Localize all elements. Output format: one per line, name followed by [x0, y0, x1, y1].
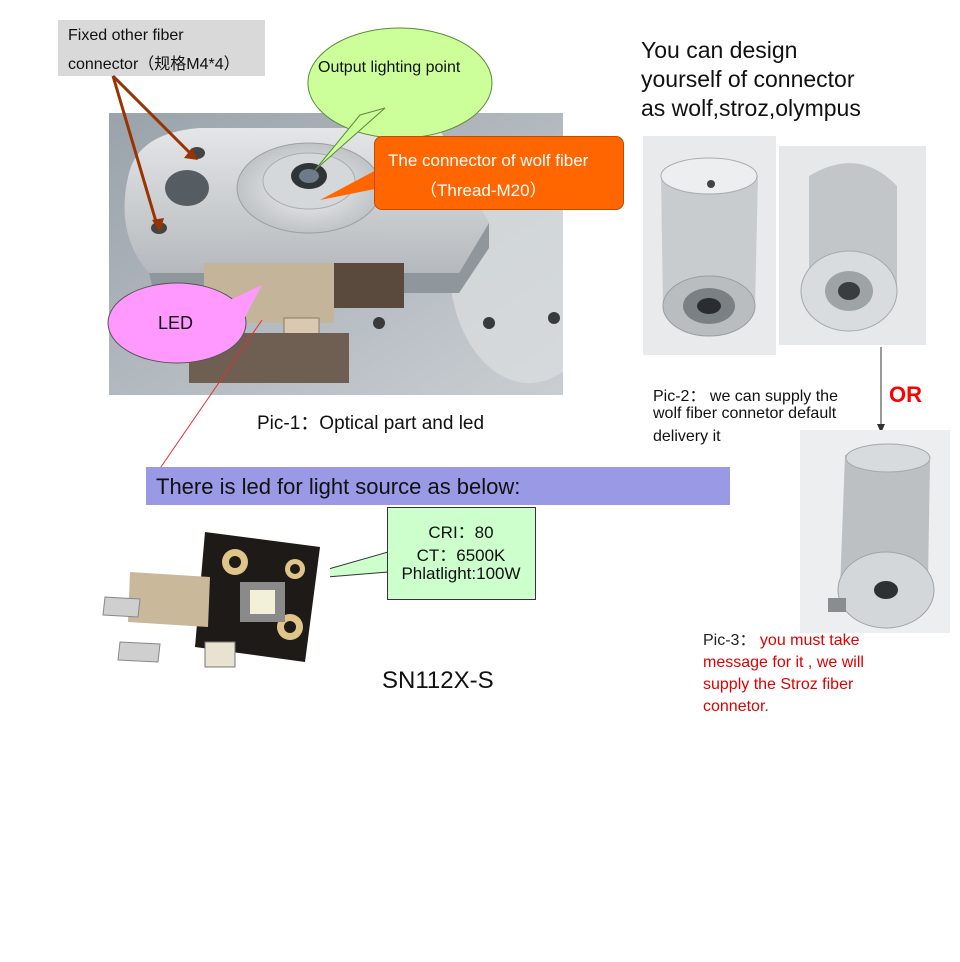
wolf-box-pointer — [320, 168, 380, 200]
led-bubble-label: LED — [158, 313, 194, 333]
led-module-photo — [100, 527, 330, 692]
wolf-connector-line2: （Thread-M20） — [420, 181, 547, 200]
pic2-caption-line1: Pic-2： we can supply the — [653, 388, 838, 405]
pic2-caption-line2: wolf fiber connetor default — [653, 405, 837, 422]
pic3-caption-line1: you must take — [755, 632, 860, 649]
led-bubble-shape — [107, 282, 247, 364]
arrowhead-upper-hole — [184, 148, 198, 160]
wolf-connector-photo-a — [643, 136, 776, 355]
stroz-connector-photo — [800, 430, 950, 633]
led-banner — [146, 467, 730, 505]
arrow-to-upper-hole — [111, 74, 194, 157]
wolf-connector-photo-b — [779, 146, 926, 345]
fixed-connector-label — [58, 20, 265, 76]
output-bubble-tail — [314, 107, 386, 171]
pic3-caption-line3: supply the Stroz fiber — [703, 676, 854, 693]
pic2-caption-line3: delivery it — [653, 428, 721, 445]
connector-illustration-b — [779, 146, 926, 345]
spec-cri: CRI：80 — [428, 523, 494, 542]
or-label: OR — [889, 382, 922, 407]
design-heading-line3: as wolf,stroz,olympus — [641, 95, 861, 121]
pic3-caption-line2: message for it , we will — [703, 654, 864, 671]
fixed-connector-label-line1: Fixed other fiber — [68, 27, 184, 44]
led-bubble-tail — [230, 285, 262, 330]
pic3-caption-prefix: Pic-3： — [703, 632, 756, 649]
output-bubble-shape — [307, 27, 493, 139]
output-lighting-point-label: Output lighting point — [318, 59, 461, 76]
led-banner-text: There is led for light source as below: — [156, 474, 521, 499]
fixed-connector-label-line2: connector（规格M4*4） — [68, 56, 240, 73]
spec-ct: CT：6500K — [416, 546, 506, 565]
connector-illustration-c — [800, 430, 950, 633]
arrowhead-lower-hole — [152, 218, 164, 232]
design-heading-line2: yourself of connector — [641, 66, 855, 92]
model-name: SN112X-S — [382, 667, 494, 694]
pic3-caption-line4: connetor. — [703, 698, 769, 715]
spec-power: Phlatlight:100W — [401, 564, 521, 583]
design-heading-line1: You can design — [641, 37, 798, 63]
wolf-connector-box — [374, 136, 624, 210]
pic1-caption: Pic-1：Optical part and led — [257, 413, 485, 434]
down-arrowhead — [877, 424, 885, 433]
spec-box — [387, 507, 536, 600]
led-module-illustration — [100, 527, 330, 692]
arrow-to-lower-hole — [111, 75, 159, 226]
wolf-connector-line1: The connector of wolf fiber — [388, 151, 589, 170]
connector-illustration-a — [643, 136, 776, 355]
pic3-caption: Pic-3： you must take message for it , we… — [703, 630, 864, 718]
red-pointer-line — [151, 319, 263, 481]
